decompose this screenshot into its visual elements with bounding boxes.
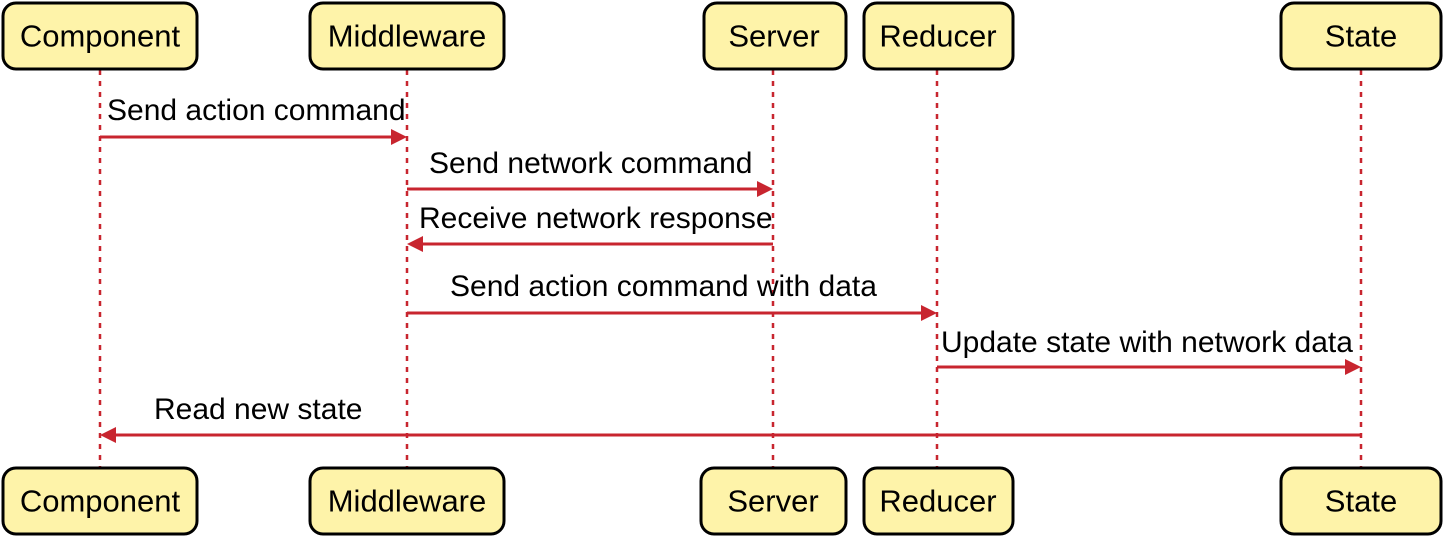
message-label: Send network command — [429, 147, 753, 180]
participants-top: Component Middleware Server Reducer Stat… — [1, 1, 1443, 71]
participant-label: Server — [728, 19, 819, 54]
participant-label: Middleware — [328, 19, 487, 54]
participant-label: State — [1325, 484, 1397, 519]
participant-state-top: State — [1279, 1, 1443, 71]
participant-reducer-bottom: Reducer — [862, 466, 1015, 536]
arrowhead-left-icon — [407, 236, 423, 252]
participant-label: Middleware — [328, 484, 487, 519]
participant-reducer-top: Reducer — [862, 1, 1015, 71]
messages: Send action command Send network command… — [100, 94, 1361, 443]
lifelines — [98, 70, 1363, 468]
message-send-action-command: Send action command — [100, 94, 407, 145]
arrowhead-right-icon — [1345, 359, 1361, 375]
arrowhead-right-icon — [757, 181, 773, 197]
participant-server-bottom: Server — [699, 466, 848, 536]
message-read-new-state: Read new state — [100, 393, 1361, 443]
participant-state-bottom: State — [1279, 466, 1443, 536]
message-label: Receive network response — [419, 202, 773, 235]
message-label: Send action command — [107, 94, 406, 127]
participant-middleware-top: Middleware — [308, 1, 506, 71]
participant-label: Component — [20, 484, 181, 519]
message-update-state: Update state with network data — [937, 326, 1361, 375]
message-label: Send action command with data — [450, 270, 877, 303]
message-send-network-command: Send network command — [407, 147, 773, 197]
participant-component-top: Component — [1, 1, 199, 71]
arrowhead-right-icon — [391, 129, 407, 145]
participant-server-top: Server — [702, 1, 848, 71]
participant-label: State — [1325, 19, 1397, 54]
arrowhead-left-icon — [100, 427, 116, 443]
arrowhead-right-icon — [921, 305, 937, 321]
message-label: Read new state — [154, 393, 362, 426]
participants-bottom: Component Middleware Server Reducer Stat… — [1, 466, 1443, 536]
participant-label: Reducer — [879, 484, 996, 519]
message-label: Update state with network data — [941, 326, 1353, 359]
participant-label: Server — [727, 484, 818, 519]
participant-label: Reducer — [879, 19, 996, 54]
participant-label: Component — [20, 19, 181, 54]
participant-component-bottom: Component — [1, 466, 199, 536]
message-receive-network-response: Receive network response — [407, 202, 773, 252]
message-send-action-command-with-data: Send action command with data — [407, 270, 937, 321]
participant-middleware-bottom: Middleware — [308, 466, 506, 536]
